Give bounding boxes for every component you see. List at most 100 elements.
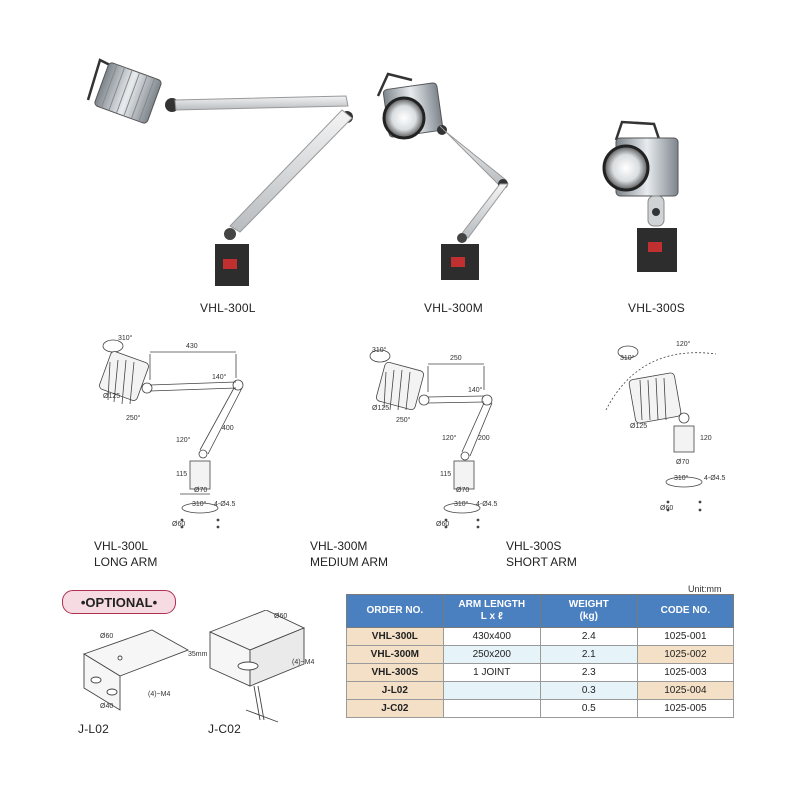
dim-short-pcd: Ø60 bbox=[660, 505, 673, 512]
jc02-screw: (4)~M4 bbox=[292, 659, 314, 666]
cell-order: VHL-300M bbox=[346, 645, 444, 664]
dim-short-basew: Ø70 bbox=[676, 459, 689, 466]
table-row: VHL-300M 250x200 2.1 1025-002 bbox=[346, 645, 735, 664]
dim-med-joint: 140° bbox=[468, 386, 483, 394]
lamp-photo-medium bbox=[376, 72, 509, 280]
arm-label-medium: VHL-300M MEDIUM ARM bbox=[310, 538, 388, 570]
dim-med-head: 250° bbox=[396, 416, 411, 424]
cell-weight: 0.3 bbox=[539, 681, 638, 700]
cell-order: J-L02 bbox=[346, 681, 444, 700]
cell-order: VHL-300L bbox=[346, 627, 444, 646]
dim-short-rot: 310° bbox=[620, 354, 635, 362]
arm-label-short: VHL-300S SHORT ARM bbox=[506, 538, 577, 570]
arm-label-medium-type: MEDIUM ARM bbox=[310, 555, 388, 569]
table-row: J-C02 0.5 1025-005 bbox=[346, 699, 735, 718]
cell-weight: 2.1 bbox=[539, 645, 638, 664]
diagram-long bbox=[99, 339, 244, 529]
arm-label-long: VHL-300L LONG ARM bbox=[94, 538, 157, 570]
diagram-medium bbox=[369, 349, 493, 529]
arm-label-short-type: SHORT ARM bbox=[506, 555, 577, 569]
table-row: VHL-300L 430x400 2.4 1025-001 bbox=[346, 627, 735, 646]
lamp-photo-long bbox=[86, 58, 353, 286]
diagram-short bbox=[605, 345, 717, 512]
dim-med-angle: 120° bbox=[442, 434, 457, 442]
dim-med-arm2: 200 bbox=[478, 435, 490, 442]
header-weight: WEIGHT (kg) bbox=[539, 594, 638, 628]
cell-weight: 2.4 bbox=[539, 627, 638, 646]
dim-short-baserot: 310° bbox=[674, 474, 689, 482]
header-arm: ARM LENGTH L x ℓ bbox=[442, 594, 541, 628]
dim-long-rot: 310° bbox=[118, 334, 133, 342]
dim-med-basew: Ø70 bbox=[456, 487, 469, 494]
cell-order: VHL-300S bbox=[346, 663, 444, 682]
cell-weight: 2.3 bbox=[539, 663, 638, 682]
cell-code: 1025-004 bbox=[636, 681, 735, 700]
accessory-label-jc02: J-C02 bbox=[208, 722, 242, 736]
cell-weight: 0.5 bbox=[539, 699, 638, 718]
cell-arm: 250x200 bbox=[442, 645, 541, 664]
dim-long-head: 250° bbox=[126, 414, 141, 422]
cell-code: 1025-002 bbox=[636, 645, 735, 664]
jc02-width: Ø60 bbox=[274, 613, 287, 620]
cell-code: 1025-003 bbox=[636, 663, 735, 682]
lamp-photo-short bbox=[602, 120, 679, 272]
model-label-short: VHL-300S bbox=[628, 301, 685, 315]
jl02-depth: Ø40 bbox=[100, 703, 113, 710]
model-label-long: VHL-300L bbox=[200, 301, 256, 315]
dim-long-dia: Ø125 bbox=[103, 393, 120, 400]
dim-med-holes: 4-Ø4.5 bbox=[476, 501, 498, 508]
dim-long-angle: 120° bbox=[176, 436, 191, 444]
dim-long-pcd: Ø60 bbox=[172, 521, 185, 528]
dim-med-arm1: 250 bbox=[450, 355, 462, 362]
dim-short-angle: 120° bbox=[676, 340, 691, 348]
header-weight-title: WEIGHT bbox=[568, 599, 609, 610]
arm-label-long-type: LONG ARM bbox=[94, 555, 158, 569]
dim-short-dia: Ø125 bbox=[630, 423, 647, 430]
unit-label: Unit:mm bbox=[688, 584, 722, 594]
accessory-drawings: Ø60 Ø40 (4)~M4 Ø60 35mm (4)~M4 bbox=[82, 610, 314, 723]
jc02-height: 35mm bbox=[188, 651, 208, 658]
product-photos bbox=[86, 58, 679, 286]
dim-long-baserot: 310° bbox=[192, 500, 207, 508]
jl02-width: Ø60 bbox=[100, 633, 113, 640]
dim-med-pcd: Ø60 bbox=[436, 521, 449, 528]
header-arm-title: ARM LENGTH bbox=[458, 599, 526, 610]
cell-arm: 1 JOINT bbox=[442, 663, 541, 682]
dim-med-dia: Ø125 bbox=[372, 405, 389, 412]
dim-long-basew: Ø70 bbox=[194, 487, 207, 494]
dim-long-holes: 4-Ø4.5 bbox=[214, 501, 236, 508]
bracket-jl02 bbox=[82, 629, 190, 711]
dim-med-rot: 310° bbox=[372, 346, 387, 354]
table-row: J-L02 0.3 1025-004 bbox=[346, 681, 735, 700]
dim-short-baseh: 120 bbox=[700, 435, 712, 442]
optional-badge: •OPTIONAL• bbox=[62, 590, 176, 614]
clamp-jc02 bbox=[208, 610, 306, 723]
header-arm-unit: L x ℓ bbox=[480, 611, 503, 622]
arm-label-long-model: VHL-300L bbox=[94, 539, 149, 553]
arm-label-short-model: VHL-300S bbox=[506, 539, 562, 553]
dim-long-baseh: 115 bbox=[176, 471, 187, 478]
dim-long-arm2: 400 bbox=[222, 425, 234, 432]
dim-med-baserot: 310° bbox=[454, 500, 469, 508]
cell-arm: 430x400 bbox=[442, 627, 541, 646]
cell-order: J-C02 bbox=[346, 699, 444, 718]
cell-code: 1025-005 bbox=[636, 699, 735, 718]
table-header-row: ORDER NO. ARM LENGTH L x ℓ WEIGHT (kg) C… bbox=[346, 594, 735, 628]
cell-arm bbox=[442, 681, 541, 700]
arm-label-medium-model: VHL-300M bbox=[310, 539, 368, 553]
header-code: CODE NO. bbox=[636, 594, 735, 628]
accessory-label-jl02: J-L02 bbox=[78, 722, 110, 736]
cell-arm bbox=[442, 699, 541, 718]
cell-code: 1025-001 bbox=[636, 627, 735, 646]
dim-long-arm1: 430 bbox=[186, 343, 198, 350]
dimension-diagrams: 310° 430 140° 400 120° Ø125 250° 115 Ø70… bbox=[99, 334, 726, 529]
spec-table: ORDER NO. ARM LENGTH L x ℓ WEIGHT (kg) C… bbox=[346, 594, 735, 718]
model-label-medium: VHL-300M bbox=[424, 301, 483, 315]
header-weight-unit: (kg) bbox=[579, 611, 598, 622]
dim-long-joint: 140° bbox=[212, 373, 227, 381]
dim-short-holes: 4-Ø4.5 bbox=[704, 475, 726, 482]
header-order: ORDER NO. bbox=[346, 594, 444, 628]
table-row: VHL-300S 1 JOINT 2.3 1025-003 bbox=[346, 663, 735, 682]
dim-med-baseh: 115 bbox=[440, 471, 451, 478]
jl02-screw: (4)~M4 bbox=[148, 691, 170, 698]
